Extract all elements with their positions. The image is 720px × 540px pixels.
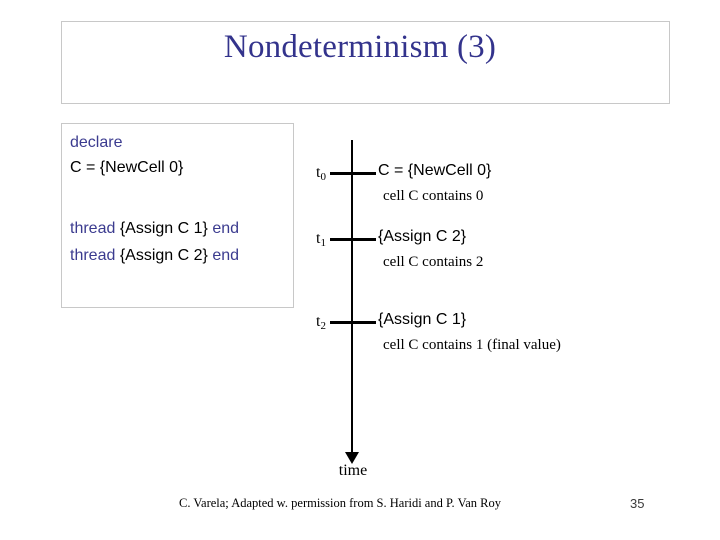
code-body: {Assign C 2} [115, 247, 213, 264]
code-listing-box: declare C = {NewCell 0} thread {Assign C… [61, 123, 294, 308]
timeline-tick-1 [330, 238, 376, 241]
page-number: 35 [630, 496, 645, 511]
timeline-tick-2 [330, 321, 376, 324]
timeline-arrow-icon [345, 452, 359, 464]
tick-base: t [316, 164, 321, 181]
code-line-thread-2: thread {Assign C 2} end [70, 247, 239, 265]
code-keyword: thread [70, 247, 116, 264]
code-keyword-end: end [212, 247, 240, 264]
timeline-event-title-1: {Assign C 2} [378, 228, 467, 245]
timeline-tick-label-0: t0 [300, 164, 326, 183]
timeline-event-description-0: cell C contains 0 [383, 188, 484, 204]
code-line-declare: declare [70, 134, 122, 152]
timeline-event-title-0: C = {NewCell 0} [378, 162, 492, 179]
timeline-axis-label: time [338, 462, 368, 479]
timeline-event-title-2: {Assign C 1} [378, 311, 467, 328]
tick-subscript: 0 [320, 171, 327, 183]
tick-subscript: 1 [320, 237, 327, 249]
code-line-thread-1: thread {Assign C 1} end [70, 220, 239, 238]
tick-subscript: 2 [320, 320, 327, 332]
timeline-tick-0 [330, 172, 376, 175]
tick-base: t [316, 313, 321, 330]
code-line-newcell: C = {NewCell 0} [70, 159, 183, 177]
timeline-event-description-1: cell C contains 2 [383, 254, 484, 270]
code-keyword-end: end [212, 220, 240, 237]
timeline-axis-line [351, 140, 353, 456]
timeline-tick-label-1: t1 [300, 230, 326, 249]
footer-credit-text: C. Varela; Adapted w. permission from S.… [179, 496, 501, 510]
tick-base: t [316, 230, 321, 247]
timeline-event-description-2: cell C contains 1 (final value) [383, 337, 561, 353]
page-title: Nondeterminism (3) [223, 29, 497, 65]
timeline-tick-label-2: t2 [300, 313, 326, 332]
code-body: {Assign C 1} [115, 220, 213, 237]
code-body: C = {NewCell 0} [70, 159, 184, 176]
code-keyword: declare [70, 134, 123, 151]
title-placeholder-box [61, 21, 670, 104]
code-keyword: thread [70, 220, 116, 237]
